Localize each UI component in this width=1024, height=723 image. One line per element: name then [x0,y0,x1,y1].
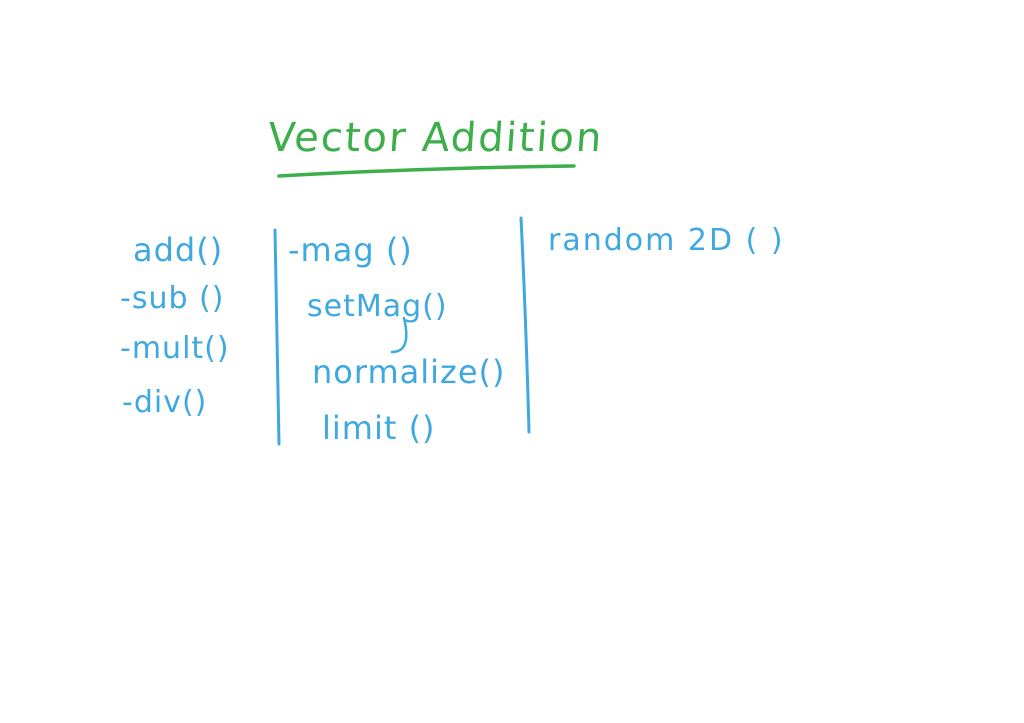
method-random2d: random 2D ( ) [548,223,785,258]
method-mag: -mag () [288,231,413,269]
column-divider-left [273,228,281,446]
method-setmag: setMag() [307,289,448,324]
method-sub: -sub () [120,281,225,316]
method-normalize: normalize() [312,353,506,391]
column-divider-right [519,216,531,434]
page-title: Vector Addition [266,115,605,161]
method-limit: limit () [322,409,436,447]
title-underline [277,164,576,178]
method-add: add() [133,231,224,269]
method-div: -div() [122,385,208,420]
method-mult: -mult() [120,331,230,366]
